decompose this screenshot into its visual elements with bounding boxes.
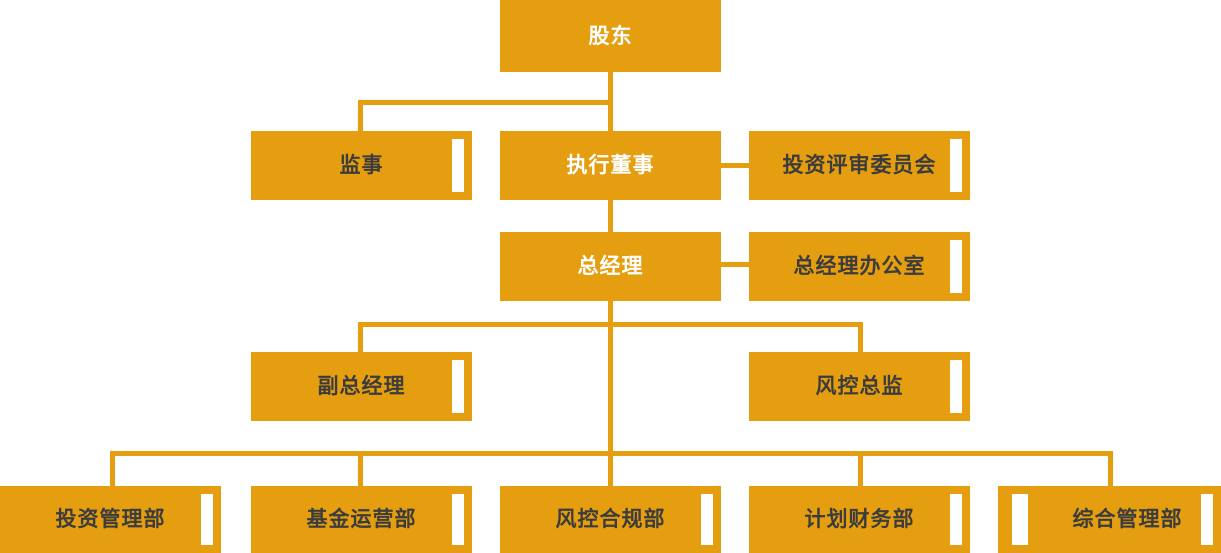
- connector-level3-bus: [358, 322, 863, 327]
- node-general-manager-office-label: 总经理办公室: [793, 255, 926, 278]
- node-planning-finance-dept-label: 计划财务部: [804, 508, 915, 531]
- node-planning-finance-dept-right-strip: [950, 494, 962, 545]
- node-general-admin-dept-right-strip: [1201, 494, 1213, 545]
- connector-exec-to-gm: [608, 200, 613, 232]
- node-shareholder[interactable]: 股东: [500, 0, 721, 72]
- node-investment-management-dept-right-strip: [201, 494, 213, 545]
- connector-drop-fund-ops: [358, 451, 363, 486]
- connector-gm-stem: [608, 300, 613, 451]
- node-general-manager-office[interactable]: 总经理办公室: [749, 232, 970, 301]
- node-investment-review-committee-right-strip: [950, 139, 962, 192]
- connector-drop-deputy-gm: [358, 322, 363, 352]
- node-fund-operations-dept[interactable]: 基金运营部: [251, 486, 472, 553]
- node-investment-management-dept-label: 投资管理部: [55, 508, 166, 531]
- connector-exec-to-committee: [720, 163, 750, 168]
- node-executive-director-label: 执行董事: [566, 154, 655, 177]
- node-general-manager-label: 总经理: [577, 255, 644, 278]
- node-risk-compliance-dept[interactable]: 风控合规部: [500, 486, 721, 553]
- node-general-admin-dept-left-strip: [1012, 494, 1028, 545]
- node-investment-review-committee-label: 投资评审委员会: [782, 154, 937, 177]
- node-investment-management-dept[interactable]: 投资管理部: [0, 486, 221, 553]
- connector-shareholder-stem: [608, 72, 613, 100]
- node-general-admin-dept-label: 综合管理部: [1072, 508, 1183, 531]
- node-planning-finance-dept[interactable]: 计划财务部: [749, 486, 970, 553]
- node-risk-control-director-label: 风控总监: [815, 375, 904, 398]
- node-supervisor-right-strip: [452, 139, 464, 192]
- connector-drop-general-admin: [1108, 451, 1113, 486]
- node-risk-compliance-dept-label: 风控合规部: [555, 508, 666, 531]
- node-executive-director[interactable]: 执行董事: [500, 131, 721, 200]
- node-risk-compliance-dept-right-strip: [701, 494, 713, 545]
- node-risk-control-director[interactable]: 风控总监: [749, 352, 970, 421]
- node-general-manager-office-right-strip: [950, 240, 962, 293]
- node-shareholder-label: 股东: [588, 24, 633, 48]
- node-deputy-general-manager-label: 副总经理: [317, 375, 406, 398]
- connector-drop-investment-mgmt: [110, 451, 115, 486]
- node-supervisor[interactable]: 监事: [251, 131, 472, 200]
- node-general-manager[interactable]: 总经理: [500, 232, 721, 301]
- node-risk-control-director-right-strip: [950, 360, 962, 413]
- connector-level1-bus: [358, 100, 613, 105]
- connector-drop-supervisor: [358, 100, 363, 131]
- node-deputy-general-manager-right-strip: [452, 360, 464, 413]
- node-investment-review-committee[interactable]: 投资评审委员会: [749, 131, 970, 200]
- node-supervisor-label: 监事: [339, 154, 384, 177]
- connector-drop-planning-finance: [858, 451, 863, 486]
- node-fund-operations-dept-label: 基金运营部: [306, 508, 417, 531]
- node-fund-operations-dept-right-strip: [452, 494, 464, 545]
- connector-drop-executive-director: [608, 100, 613, 131]
- connector-drop-risk-compliance: [608, 451, 613, 486]
- node-general-admin-dept[interactable]: 综合管理部: [998, 486, 1221, 553]
- node-deputy-general-manager[interactable]: 副总经理: [251, 352, 472, 421]
- connector-gm-to-office: [720, 262, 750, 267]
- connector-drop-risk-director: [858, 322, 863, 352]
